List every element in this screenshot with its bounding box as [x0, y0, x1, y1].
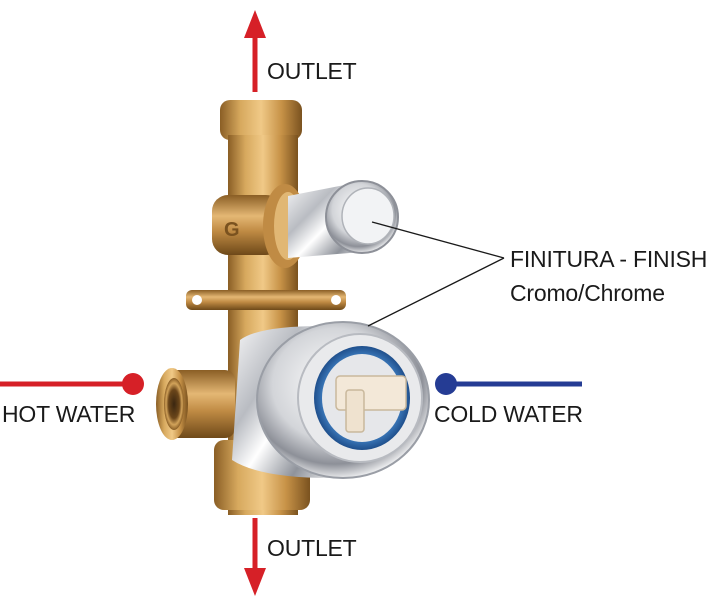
- outlet-bottom-label: OUTLET: [267, 535, 357, 561]
- finish-leader-lines: [367, 221, 505, 327]
- outlet-top-label: OUTLET: [267, 58, 357, 84]
- cold-water-marker-icon: [435, 373, 582, 395]
- cold-water-label: COLD WATER: [434, 401, 583, 427]
- hot-water-marker-icon: [0, 373, 144, 395]
- finish-title-label: FINITURA - FINISH: [510, 246, 708, 272]
- svg-text:G: G: [224, 219, 240, 241]
- outlet-bottom-arrow-icon: [244, 518, 266, 596]
- hot-water-label: HOT WATER: [2, 401, 136, 427]
- mixer-cartridge: [232, 321, 430, 479]
- diverter-knob: [263, 180, 399, 268]
- finish-value-label: Cromo/Chrome: [510, 280, 665, 306]
- outlet-top-arrow-icon: [244, 10, 266, 92]
